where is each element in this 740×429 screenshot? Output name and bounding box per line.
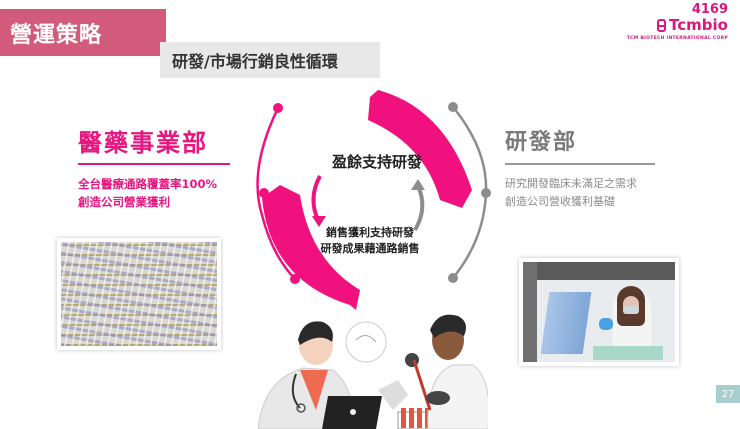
divider [505, 163, 655, 165]
lab-researcher-photo [519, 258, 679, 366]
page-number: 27 [716, 385, 740, 403]
company-name: TCM BIOTECH INTERNATIONAL CORP [626, 36, 728, 41]
stock-code: 4169 [691, 2, 728, 17]
brand-mark-icon [657, 19, 667, 32]
vial-production-line-photo [57, 238, 221, 350]
inner-pink-arrow [311, 175, 322, 221]
cycle-sub-label: 銷售獲利支持研發 研發成果藉通路銷售 [305, 225, 435, 257]
bottom-left-ribbon-arrow [262, 185, 360, 310]
description-line: 全台醫療通路覆蓋率100% [78, 177, 218, 191]
top-right-ribbon-arrow [368, 90, 472, 208]
pharma-department: 醫藥事業部 全台醫療通路覆蓋率100% 創造公司營業獲利 [78, 128, 230, 211]
divider [78, 163, 230, 165]
description-line: 研究開發臨床未滿足之需求 [505, 177, 637, 190]
page-subtitle: 研發/市場行銷良性循環 [160, 42, 380, 78]
rnd-department-description: 研究開發臨床未滿足之需求 創造公司營收獲利基礎 [505, 175, 655, 211]
doctor-and-scientist-illustration [257, 300, 490, 429]
pharma-department-description: 全台醫療通路覆蓋率100% 創造公司營業獲利 [78, 175, 230, 211]
description-line: 創造公司營收獲利基礎 [505, 195, 615, 208]
rnd-department: 研發部 研究開發臨床未滿足之需求 創造公司營收獲利基礎 [505, 128, 655, 211]
cycle-arrows-graphic [256, 90, 491, 310]
company-logo: 4169 Tcmbio TCM BIOTECH INTERNATIONAL CO… [618, 2, 728, 41]
photo-image [61, 242, 217, 346]
description-line: 創造公司營業獲利 [78, 195, 170, 209]
page-title: 營運策略 [0, 9, 166, 56]
rnd-department-title: 研發部 [505, 130, 578, 155]
pharma-department-title: 醫藥事業部 [78, 129, 208, 157]
inner-gray-arrow [413, 185, 425, 232]
cycle-diagram [240, 80, 500, 320]
photo-image [523, 262, 675, 362]
cycle-main-label: 盈餘支持研發 [331, 153, 422, 171]
left-bracket-arc [256, 107, 296, 280]
cycle-sub-line: 研發成果藉通路銷售 [320, 242, 420, 255]
cycle-sub-line: 銷售獲利支持研發 [326, 226, 414, 239]
brand-name: Tcmbio [669, 16, 728, 34]
brand-name-row: Tcmbio [618, 17, 728, 34]
